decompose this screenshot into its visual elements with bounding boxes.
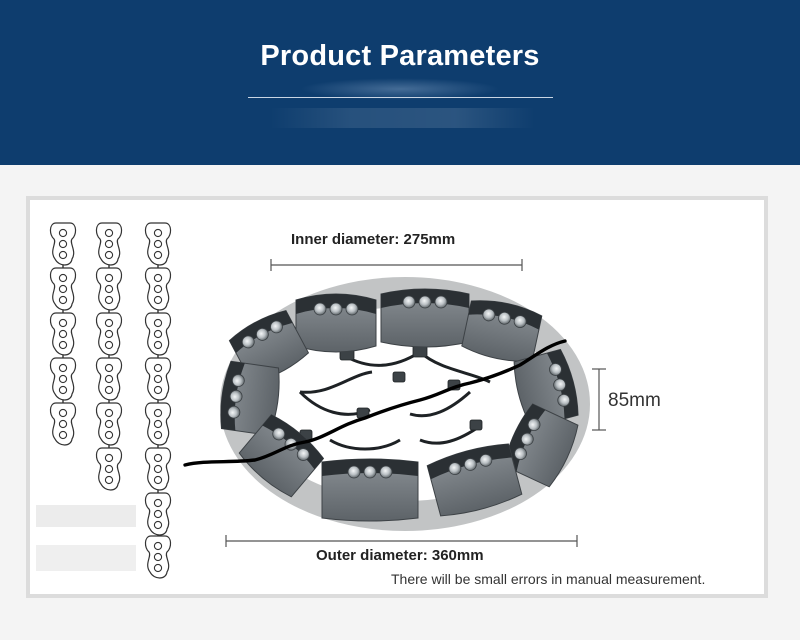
header-glow [300, 78, 500, 100]
inner-diameter-label: Inner diameter: 275mm [291, 231, 456, 248]
hand-drawn-strike-line [183, 339, 567, 467]
height-dimension [592, 368, 606, 431]
height-label: 85mm [608, 390, 661, 411]
outer-diameter-label: Outer diameter: 360mm [316, 547, 484, 564]
title-underline [248, 97, 553, 98]
product-image-panel [26, 196, 768, 598]
measurement-note: There will be small errors in manual mea… [391, 571, 706, 587]
header-reflection [270, 108, 535, 128]
module-chain-column-2 [95, 222, 123, 491]
faint-ghost-mark [36, 545, 136, 571]
inner-diameter-dimension [270, 259, 523, 271]
module-chain-column-1 [49, 222, 77, 446]
faint-ghost-mark [36, 505, 136, 527]
header-banner: Product Parameters [0, 0, 800, 165]
led-ring-fixture [220, 277, 590, 531]
outer-diameter-dimension [225, 535, 578, 547]
module-chain-column-3 [144, 222, 172, 579]
page-title: Product Parameters [260, 40, 540, 72]
